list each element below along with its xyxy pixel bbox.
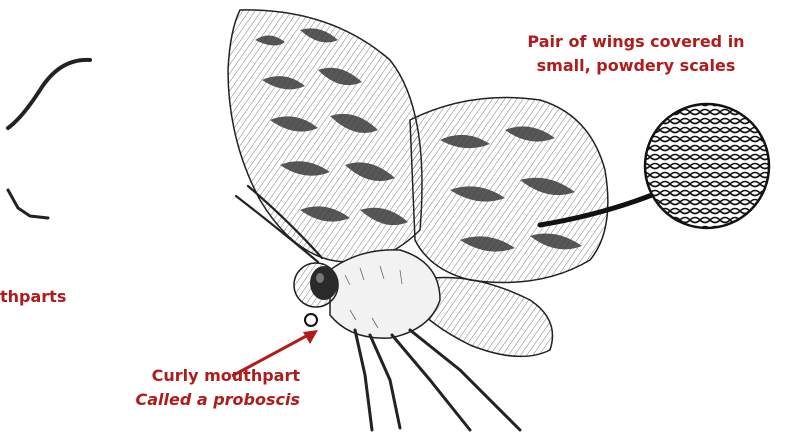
wings-label-line2: small, powdery scales [486, 54, 786, 78]
thorax [330, 250, 440, 338]
head [294, 263, 338, 307]
left-mouthparts-label: thparts [0, 285, 66, 309]
wings-label: Pair of wings covered in small, powdery … [486, 30, 786, 78]
proboscis-label: Curly mouthpart Called a proboscis [110, 364, 300, 412]
proboscis-icon [305, 314, 317, 326]
wings-label-line1: Pair of wings covered in [486, 30, 786, 54]
hindwing [410, 98, 608, 283]
proboscis-label-line1: Curly mouthpart [110, 364, 300, 388]
scales-magnified-icon [645, 104, 769, 228]
proboscis-label-line2: Called a proboscis [110, 388, 300, 412]
forewing [228, 10, 422, 262]
left-insect-partial [8, 60, 90, 218]
